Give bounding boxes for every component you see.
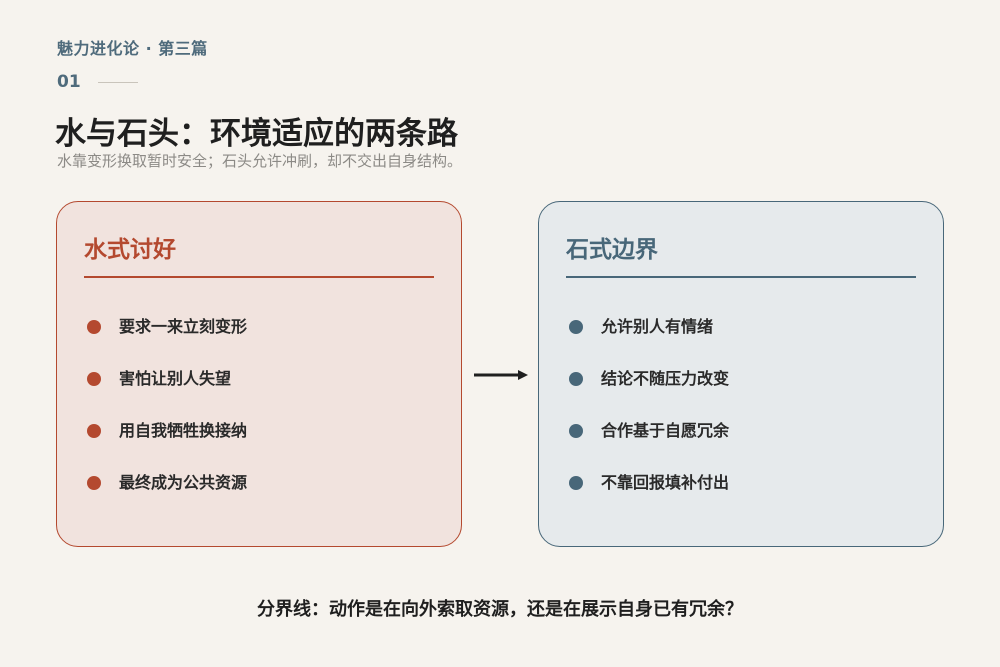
series-label: 魅力进化论 · 第三篇 <box>57 39 208 58</box>
list-item: 害怕让别人失望 <box>87 367 247 419</box>
stone-card: 石式边界 允许别人有情绪 结论不随压力改变 合作基于自愿冗余 不靠回报填补付出 <box>538 201 944 547</box>
list-item-text: 合作基于自愿冗余 <box>601 421 730 440</box>
bullet-dot-icon <box>569 424 583 438</box>
list-item: 结论不随压力改变 <box>569 367 729 419</box>
list-item-text: 用自我牺牲换接纳 <box>119 421 248 440</box>
bullet-dot-icon <box>569 476 583 490</box>
list-item: 最终成为公共资源 <box>87 471 247 523</box>
bullet-dot-icon <box>87 320 101 334</box>
stone-card-title: 石式边界 <box>566 237 658 263</box>
bullet-dot-icon <box>87 424 101 438</box>
bullet-dot-icon <box>87 476 101 490</box>
arrow-right-icon <box>474 370 528 380</box>
bullet-dot-icon <box>569 320 583 334</box>
water-card-title: 水式讨好 <box>84 237 176 263</box>
list-item-text: 不靠回报填补付出 <box>601 473 730 492</box>
list-item: 不靠回报填补付出 <box>569 471 729 523</box>
list-item: 允许别人有情绪 <box>569 315 729 367</box>
list-item-text: 害怕让别人失望 <box>119 369 232 388</box>
section-number: 01 <box>57 72 81 92</box>
list-item-text: 要求一来立刻变形 <box>119 317 248 336</box>
list-item: 合作基于自愿冗余 <box>569 419 729 471</box>
stone-list: 允许别人有情绪 结论不随压力改变 合作基于自愿冗余 不靠回报填补付出 <box>569 315 729 523</box>
stone-card-divider <box>566 276 916 278</box>
water-card-divider <box>84 276 434 278</box>
list-item-text: 允许别人有情绪 <box>601 317 714 336</box>
bullet-dot-icon <box>569 372 583 386</box>
list-item-text: 结论不随压力改变 <box>601 369 730 388</box>
page-title: 水与石头：环境适应的两条路 <box>55 116 458 152</box>
water-card: 水式讨好 要求一来立刻变形 害怕让别人失望 用自我牺牲换接纳 最终成为公共资源 <box>56 201 462 547</box>
water-list: 要求一来立刻变形 害怕让别人失望 用自我牺牲换接纳 最终成为公共资源 <box>87 315 247 523</box>
list-item: 用自我牺牲换接纳 <box>87 419 247 471</box>
list-item-text: 最终成为公共资源 <box>119 473 248 492</box>
bullet-dot-icon <box>87 372 101 386</box>
footer-question: 分界线：动作是在向外索取资源，还是在展示自身已有冗余？ <box>257 599 743 620</box>
page-subtitle: 水靠变形换取暂时安全；石头允许冲刷，却不交出自身结构。 <box>57 152 463 170</box>
number-divider <box>98 82 138 83</box>
list-item: 要求一来立刻变形 <box>87 315 247 367</box>
